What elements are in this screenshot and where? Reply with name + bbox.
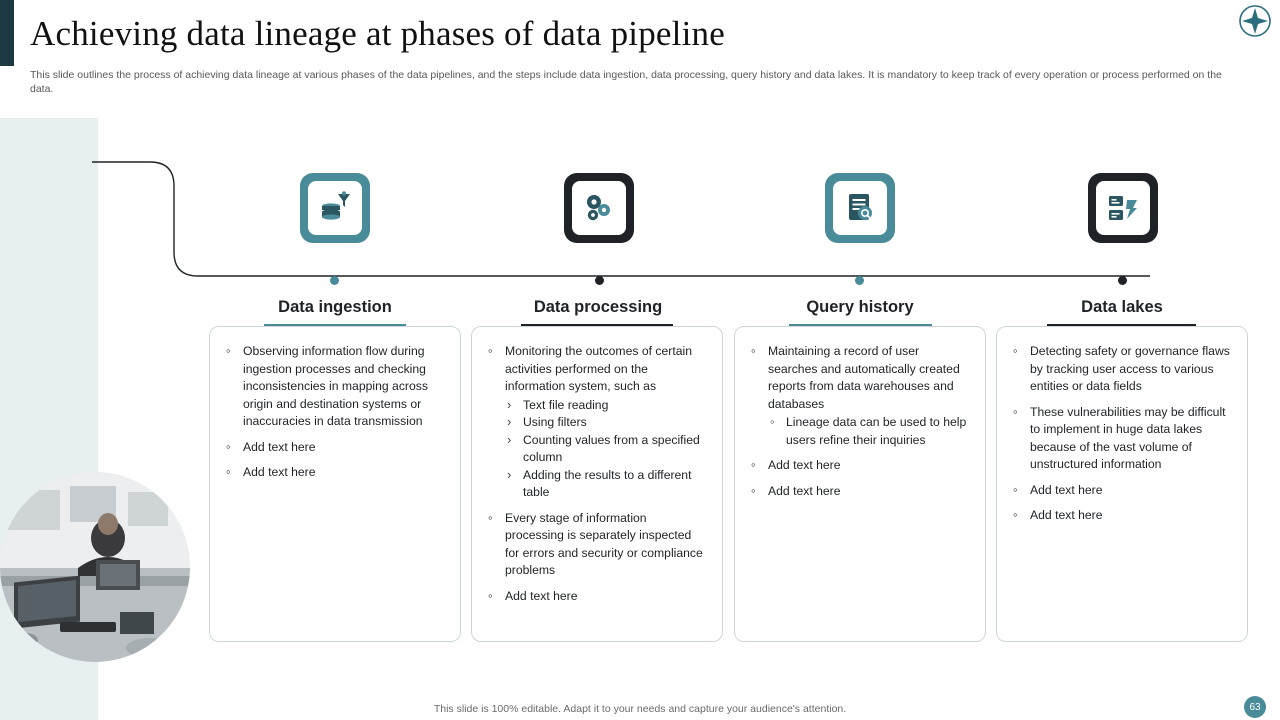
icon-tile-data-ingestion bbox=[300, 173, 370, 243]
sub-list-item: Adding the results to a different table bbox=[505, 466, 708, 502]
bullet-list-data-processing: Monitoring the outcomes of certain activ… bbox=[486, 342, 708, 606]
list-item: Add text here bbox=[224, 463, 446, 482]
column-underline-query-history bbox=[789, 324, 932, 327]
timeline-dot-query-history bbox=[855, 276, 864, 285]
list-item: Add text here bbox=[749, 482, 971, 501]
column-heading-data-ingestion: Data ingestion bbox=[278, 298, 392, 316]
bullet-list-data-lakes: Detecting safety or governance flaws by … bbox=[1011, 342, 1233, 525]
page-number-badge: 63 bbox=[1244, 696, 1266, 718]
header-divider bbox=[14, 66, 1280, 67]
list-item: Every stage of information processing is… bbox=[486, 509, 708, 580]
card-query-history: Maintaining a record of user searches an… bbox=[734, 326, 986, 642]
column-heading-query-history: Query history bbox=[806, 298, 914, 316]
title-accent-bar bbox=[0, 0, 14, 66]
sub-list-item: Using filters bbox=[505, 413, 708, 432]
list-item-text: Maintaining a record of user searches an… bbox=[768, 344, 960, 411]
column-heading-data-lakes: Data lakes bbox=[1081, 298, 1163, 316]
sub-list-item: Lineage data can be used to help users r… bbox=[768, 413, 971, 449]
list-item: Maintaining a record of user searches an… bbox=[749, 342, 971, 449]
list-item: These vulnerabilities may be difficult t… bbox=[1011, 403, 1233, 474]
footer-note: This slide is 100% editable. Adapt it to… bbox=[433, 703, 847, 715]
document-search-icon bbox=[833, 181, 887, 235]
sub-list-item: Counting values from a specified column bbox=[505, 431, 708, 467]
column-heading-data-processing: Data processing bbox=[533, 298, 663, 316]
list-item: Detecting safety or governance flaws by … bbox=[1011, 342, 1233, 396]
list-item: Add text here bbox=[1011, 481, 1233, 500]
page-subtitle: This slide outlines the process of achie… bbox=[30, 69, 1222, 95]
timeline-dot-data-ingestion bbox=[330, 276, 339, 285]
list-item: Add text here bbox=[224, 438, 446, 457]
column-underline-data-processing bbox=[521, 324, 673, 327]
photo-person-working bbox=[0, 472, 190, 662]
list-item: Observing information flow during ingest… bbox=[224, 342, 446, 431]
gears-processing-icon bbox=[572, 181, 626, 235]
sub-list: Lineage data can be used to help users r… bbox=[768, 413, 971, 449]
database-funnel-icon bbox=[308, 181, 362, 235]
timeline-dot-data-lakes bbox=[1118, 276, 1127, 285]
sub-list-item: Text file reading bbox=[505, 396, 708, 415]
list-item: Add text here bbox=[486, 587, 708, 606]
list-item-text: Monitoring the outcomes of certain activ… bbox=[505, 344, 692, 393]
timeline-dot-data-processing bbox=[595, 276, 604, 285]
data-blocks-icon bbox=[1096, 181, 1150, 235]
card-data-processing: Monitoring the outcomes of certain activ… bbox=[471, 326, 723, 642]
card-data-lakes: Detecting safety or governance flaws by … bbox=[996, 326, 1248, 642]
icon-tile-query-history bbox=[825, 173, 895, 243]
bullet-list-data-ingestion: Observing information flow during ingest… bbox=[224, 342, 446, 482]
list-item: Add text here bbox=[1011, 506, 1233, 525]
page-title: Achieving data lineage at phases of data… bbox=[30, 14, 725, 53]
column-underline-data-ingestion bbox=[264, 324, 406, 327]
column-underline-data-lakes bbox=[1047, 324, 1196, 327]
bullet-list-query-history: Maintaining a record of user searches an… bbox=[749, 342, 971, 501]
list-item: Add text here bbox=[749, 456, 971, 475]
sub-list: Text file reading Using filters Counting… bbox=[505, 396, 708, 502]
card-data-ingestion: Observing information flow during ingest… bbox=[209, 326, 461, 642]
list-item: Monitoring the outcomes of certain activ… bbox=[486, 342, 708, 502]
compass-star-icon bbox=[1239, 5, 1271, 37]
icon-tile-data-lakes bbox=[1088, 173, 1158, 243]
icon-tile-data-processing bbox=[564, 173, 634, 243]
